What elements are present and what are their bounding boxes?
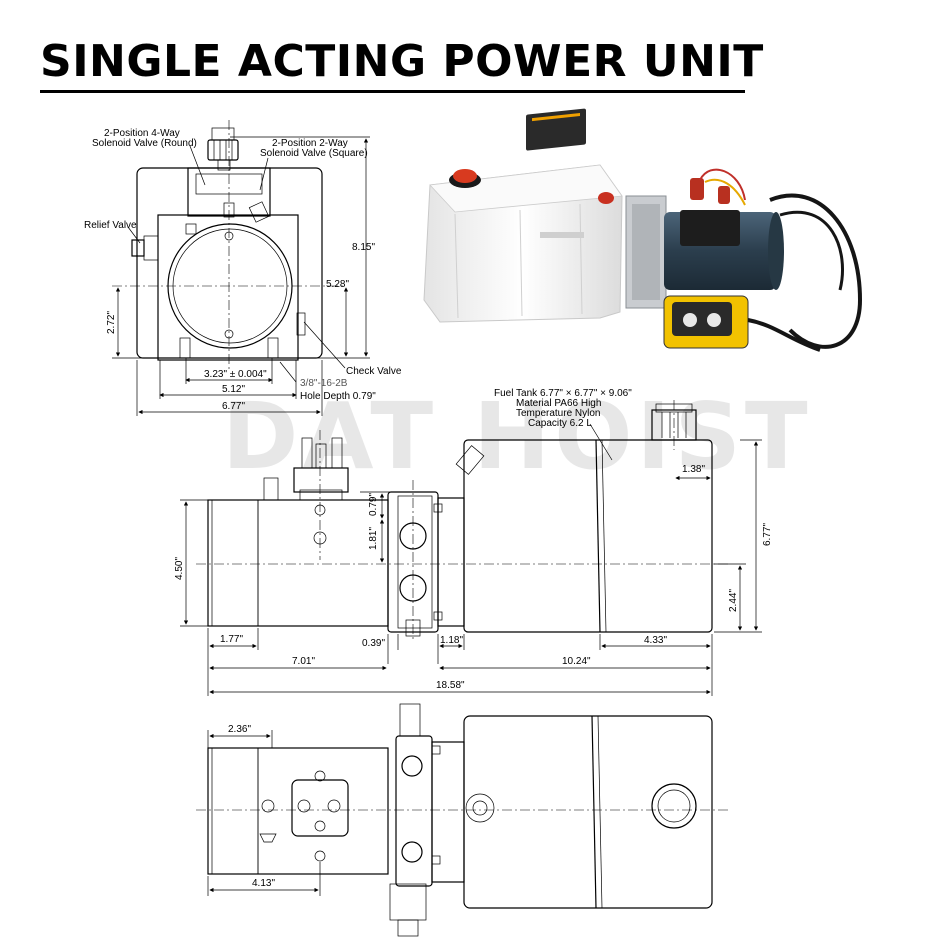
dim-outer-width: 6.77" [222,401,245,412]
label-check-valve: Check Valve [346,366,402,377]
dim-outlet-height: 2.44" [728,589,739,612]
dim-mount-offset: 4.13" [252,878,275,889]
dim-tank-right: 4.33" [644,635,667,646]
dim-solenoid-offset: 2.36" [228,724,251,735]
dim-left-height: 2.72" [106,311,117,334]
dim-valve-top: 0.79" [368,493,379,516]
dim-motor-end: 1.77" [220,634,243,645]
label-thread: 3/8"-16-2B [300,378,348,389]
dim-inner-width: 5.12" [222,384,245,395]
page-title: SINGLE ACTING POWER UNIT [40,36,764,87]
front-view: 2-Position 4-Way Solenoid Valve (Round) … [84,120,402,416]
title-underline [40,90,745,93]
dim-cap-offset: 1.38" [682,464,705,475]
label-relief-valve: Relief Valve [84,220,137,231]
dim-tank-len: 10.24" [562,656,591,667]
tank-note-line1: Fuel Tank 6.77" × 6.77" × 9.06" [494,388,632,399]
dim-overall: 18.58" [436,680,465,691]
label-2way-valve: 2-Position 2-Way [272,138,348,149]
dim-height-total: 8.15" [352,242,375,253]
product-photo [423,108,863,352]
label-hole-depth: Hole Depth 0.79" [300,391,376,402]
tank-note-line2: Material PA66 High [516,398,601,409]
dim-tank-height: 6.77" [762,523,773,546]
label-4way-valve-2: Solenoid Valve (Round) [92,138,197,149]
dim-gap: 0.39" [362,638,385,649]
dim-motor-dia: 4.50" [174,557,185,580]
fill-cap [453,169,477,183]
tank-note-line3: Temperature Nylon [516,408,600,419]
watermark-text: DAT HOIST [222,383,812,490]
dim-motor-len: 7.01" [292,656,315,667]
dim-center-height: 5.28" [326,279,349,290]
label-4way-valve: 2-Position 4-Way [104,128,180,139]
label-2way-valve-2: Solenoid Valve (Square) [260,148,368,159]
tank-note-line4: Capacity 6.2 L [528,418,592,429]
dim-valve-block: 1.81" [368,527,379,550]
dim-block-width: 1.18" [440,635,463,646]
top-view: 2.36" 4.13" [196,703,730,937]
side-view: Fuel Tank 6.77" × 6.77" × 9.06" Material… [174,388,773,696]
dim-hole-spacing: 3.23" ± 0.004" [204,369,267,380]
